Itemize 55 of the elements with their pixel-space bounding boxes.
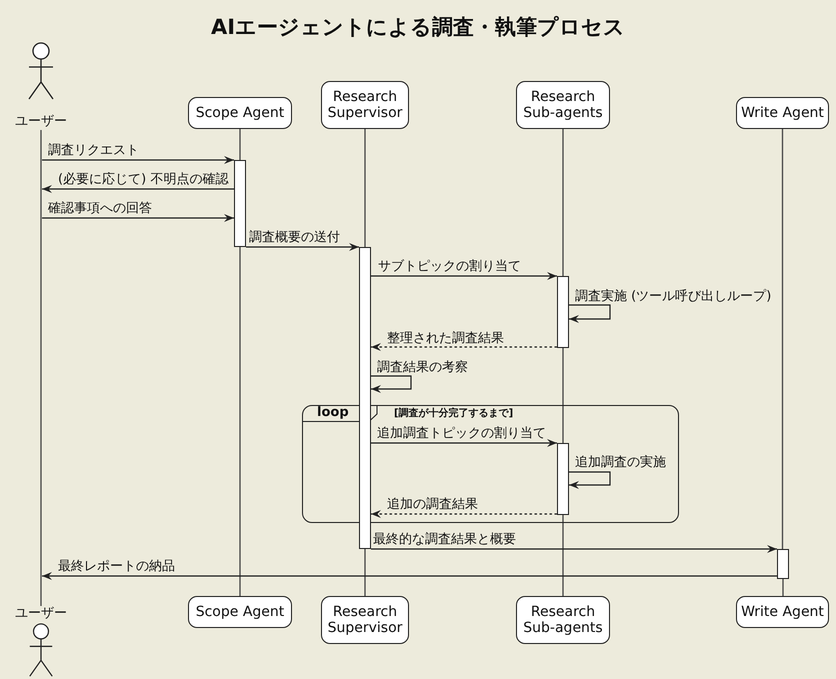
message-label: 追加調査の実施 bbox=[575, 455, 666, 470]
message-label: 調査概要の送付 bbox=[249, 230, 340, 245]
self-message-arrow bbox=[569, 304, 611, 323]
lifeline bbox=[364, 129, 366, 247]
participant-box: Research Sub-agents bbox=[516, 596, 610, 644]
guard-condition: [調査が十分完了するまで] bbox=[394, 407, 514, 420]
message-label: (必要に応じて) 不明点の確認 bbox=[58, 172, 228, 187]
actor-label: ユーザー bbox=[15, 114, 67, 130]
participant-box: Research Supervisor bbox=[321, 81, 409, 129]
message-arrow bbox=[42, 156, 234, 164]
message-arrow bbox=[371, 343, 557, 351]
lifeline bbox=[40, 130, 42, 606]
lifeline bbox=[782, 579, 784, 596]
message-arrow bbox=[42, 572, 777, 580]
participant-box: Write Agent bbox=[736, 596, 829, 628]
message-arrow bbox=[371, 439, 557, 447]
activation-bar bbox=[557, 443, 569, 515]
message-arrow bbox=[246, 243, 359, 251]
fragment-operator: loop bbox=[317, 405, 349, 421]
actor-label: ユーザー bbox=[15, 606, 67, 622]
self-message-arrow bbox=[371, 375, 412, 393]
activation-bar bbox=[557, 276, 569, 348]
lifeline bbox=[562, 515, 564, 596]
participant-box: Scope Agent bbox=[188, 97, 292, 129]
message-label: 確認事項への回答 bbox=[48, 201, 152, 216]
message-arrow bbox=[371, 510, 557, 518]
message-label: 追加調査トピックの割り当て bbox=[377, 426, 546, 441]
diagram-title: AIエージェントによる調査・執筆プロセス bbox=[210, 14, 626, 41]
message-label: 整理された調査結果 bbox=[387, 331, 504, 346]
activation-bar bbox=[359, 247, 371, 549]
message-label: 調査結果の考察 bbox=[377, 360, 468, 375]
activation-bar bbox=[777, 549, 789, 579]
participant-box: Scope Agent bbox=[188, 596, 292, 628]
activation-bar bbox=[234, 160, 246, 247]
lifeline bbox=[239, 247, 241, 596]
message-arrow bbox=[371, 272, 557, 280]
message-arrow bbox=[371, 545, 777, 553]
message-label: サブトピックの割り当て bbox=[378, 259, 521, 274]
message-label: 調査実施 (ツール呼び出しループ) bbox=[575, 289, 772, 304]
participant-box: Research Sub-agents bbox=[516, 81, 610, 129]
self-message-arrow bbox=[569, 471, 611, 489]
message-label: 最終レポートの納品 bbox=[58, 559, 175, 574]
message-arrow bbox=[42, 214, 234, 222]
lifeline bbox=[782, 129, 784, 549]
message-label: 追加の調査結果 bbox=[387, 497, 478, 512]
message-label: 最終的な調査結果と概要 bbox=[373, 532, 516, 547]
lifeline bbox=[239, 129, 241, 160]
participant-box: Write Agent bbox=[736, 97, 829, 129]
message-label: 調査リクエスト bbox=[48, 143, 139, 158]
participant-box: Research Supervisor bbox=[321, 596, 409, 644]
lifeline bbox=[364, 549, 366, 596]
message-arrow bbox=[42, 185, 234, 193]
lifeline bbox=[562, 348, 564, 443]
loop-frame bbox=[302, 405, 679, 523]
lifeline bbox=[562, 129, 564, 276]
